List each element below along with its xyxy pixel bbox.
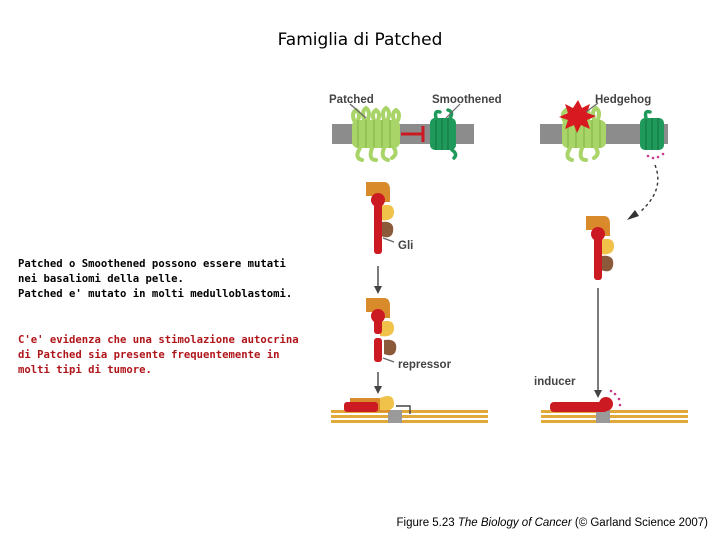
gli-complex-cleaved: repressor bbox=[366, 298, 452, 371]
dna-repressed bbox=[331, 396, 488, 423]
patched-protein bbox=[351, 105, 401, 162]
label-gli: Gli bbox=[398, 240, 413, 252]
dna-induced bbox=[541, 389, 688, 423]
label-inducer: inducer bbox=[534, 376, 576, 388]
activation-sparkle-top bbox=[646, 152, 665, 160]
note-autocrine: C'e' evidenza che una stimolazione autoc… bbox=[18, 334, 299, 376]
gli-protein-full bbox=[374, 200, 382, 254]
signal-arrow bbox=[639, 164, 659, 213]
label-hedgehog: Hedgehog bbox=[595, 94, 651, 106]
gli-complex-right bbox=[586, 216, 614, 280]
gli-repressor-fragment bbox=[374, 338, 382, 362]
right-membrane-panel: Hedgehog bbox=[540, 94, 668, 220]
label-smoothened: Smoothened bbox=[432, 94, 502, 106]
caption-suffix: (© Garland Science 2007) bbox=[571, 517, 708, 529]
activation-sparkle-dna bbox=[609, 389, 622, 407]
repression-mark bbox=[396, 405, 411, 414]
figure-caption: Figure 5.23 The Biology of Cancer (© Gar… bbox=[397, 517, 709, 529]
note-mutations: Patched o Smoothened possono essere muta… bbox=[18, 258, 293, 300]
caption-book-title: The Biology of Cancer bbox=[457, 517, 572, 529]
hedgehog-ligand-icon bbox=[559, 100, 596, 133]
smoothened-protein-left bbox=[430, 108, 458, 160]
gli-complex-full: Gli bbox=[366, 182, 413, 254]
label-repressor: repressor bbox=[398, 359, 452, 371]
smoothened-protein-right bbox=[640, 109, 664, 150]
page-title: Famiglia di Patched bbox=[277, 30, 443, 50]
gli-protein-right bbox=[594, 234, 602, 280]
left-membrane-panel: Patched Smoothened bbox=[329, 94, 502, 162]
label-patched: Patched bbox=[329, 94, 374, 106]
caption-prefix: Figure 5.23 bbox=[396, 517, 458, 529]
